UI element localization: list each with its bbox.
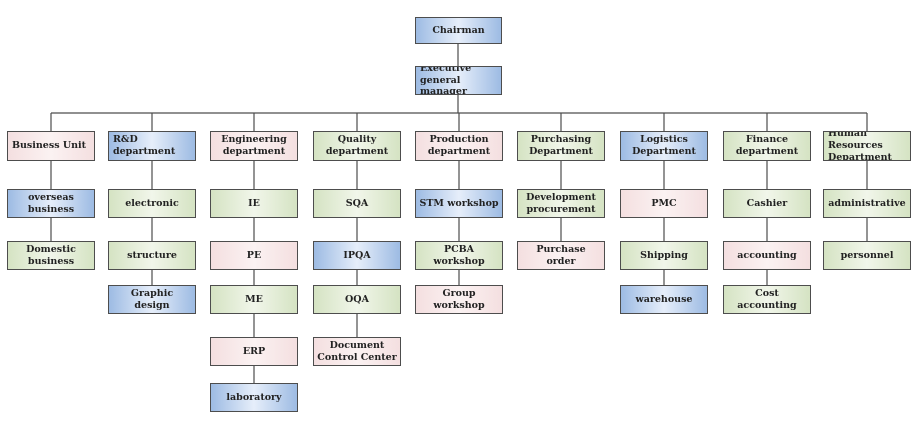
node-label: Business Unit: [12, 140, 87, 152]
node-label: Purchase order: [536, 243, 586, 267]
node-label: Purchasing Department: [529, 134, 593, 157]
node-engineering-department: Engineering department: [210, 131, 298, 161]
node-chairman: Chairman: [415, 17, 502, 44]
node-stm-workshop: STM workshop: [415, 189, 503, 218]
node-oqa: OQA: [313, 285, 401, 314]
node-label: PCBA workshop: [433, 243, 485, 267]
node-ipqa: IPQA: [313, 241, 401, 270]
node-label: PMC: [651, 197, 677, 209]
node-graphic-design: Graphic design: [108, 285, 196, 314]
node-personnel: personnel: [823, 241, 911, 270]
node-purchase-order: Purchase order: [517, 241, 605, 270]
node-label: PE: [246, 249, 262, 261]
node-warehouse: warehouse: [620, 285, 708, 314]
node-pcba-workshop: PCBA workshop: [415, 241, 503, 270]
node-logistics-department: Logistics Department: [620, 131, 708, 161]
node-quality-department: Quality department: [313, 131, 401, 161]
node-label: ERP: [242, 345, 266, 357]
node-accounting: accounting: [723, 241, 811, 270]
node-label: Graphic design: [130, 287, 174, 311]
node-label: Quality department: [325, 134, 389, 157]
node-label: Group workshop: [433, 287, 485, 311]
node-label: accounting: [737, 249, 797, 261]
node-domestic-business: Domestic business: [7, 241, 95, 270]
node-label: IPQA: [343, 249, 371, 261]
node-structure: structure: [108, 241, 196, 270]
node-sqa: SQA: [313, 189, 401, 218]
node-label: OQA: [345, 293, 369, 305]
node-label: R&D department: [113, 134, 176, 157]
node-label: overseas business: [27, 191, 75, 215]
node-business-unit: Business Unit: [7, 131, 95, 161]
node-label: personnel: [840, 249, 894, 261]
node-label: Engineering department: [221, 134, 287, 157]
node-label: Document Control Center: [317, 339, 397, 363]
node-label: Cashier: [746, 197, 788, 209]
node-cashier: Cashier: [723, 189, 811, 218]
node-executive-general-manager: Executive general manager: [415, 66, 502, 95]
node-label: Finance department: [735, 134, 799, 157]
node-administrative: administrative: [823, 189, 911, 218]
node-shipping: Shipping: [620, 241, 708, 270]
node-cost-accounting: Cost accounting: [723, 285, 811, 314]
node-label: structure: [127, 249, 177, 261]
node-label: Chairman: [432, 24, 485, 36]
node-r-d-department: R&D department: [108, 131, 196, 161]
node-label: Production department: [427, 134, 491, 157]
node-label: ME: [245, 293, 263, 305]
node-label: Shipping: [640, 249, 688, 261]
node-label: electronic: [125, 197, 179, 209]
node-label: Executive general manager: [420, 66, 472, 95]
node-group-workshop: Group workshop: [415, 285, 503, 314]
node-erp: ERP: [210, 337, 298, 366]
node-development-procurement: Development procurement: [517, 189, 605, 218]
node-label: administrative: [828, 197, 906, 209]
node-label: warehouse: [635, 293, 693, 305]
node-ie: IE: [210, 189, 298, 218]
node-label: Development procurement: [526, 191, 596, 215]
node-overseas-business: overseas business: [7, 189, 95, 218]
node-label: IE: [248, 197, 260, 209]
node-label: Domestic business: [26, 243, 76, 267]
node-label: Cost accounting: [737, 287, 797, 311]
node-document-control-center: Document Control Center: [313, 337, 401, 366]
node-laboratory: laboratory: [210, 383, 298, 412]
node-pe: PE: [210, 241, 298, 270]
node-label: STM workshop: [419, 197, 499, 209]
node-label: Logistics Department: [632, 134, 696, 157]
node-purchasing-department: Purchasing Department: [517, 131, 605, 161]
node-label: laboratory: [226, 391, 282, 403]
node-finance-department: Finance department: [723, 131, 811, 161]
node-electronic: electronic: [108, 189, 196, 218]
node-me: ME: [210, 285, 298, 314]
node-human-resources-department: Human Resources Department: [823, 131, 911, 161]
node-label: SQA: [345, 197, 369, 209]
node-production-department: Production department: [415, 131, 503, 161]
node-label: Human Resources Department: [828, 131, 892, 161]
node-pmc: PMC: [620, 189, 708, 218]
